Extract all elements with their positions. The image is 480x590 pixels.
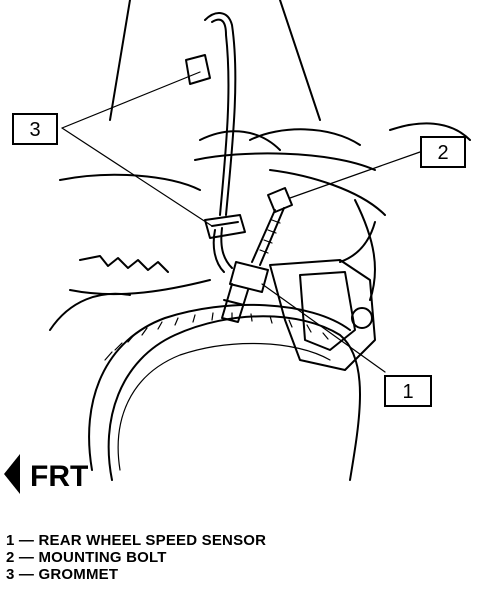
callout-3-number: 3	[29, 119, 40, 141]
legend-item-3: 3 — GROMMET	[6, 566, 119, 583]
sensor-wire	[185, 12, 237, 273]
callout-2-number: 2	[437, 142, 448, 164]
callout-1-number: 1	[402, 381, 413, 403]
grommet	[204, 214, 246, 239]
front-direction-indicator: FRT	[4, 454, 88, 494]
direction-label: FRT	[30, 460, 88, 493]
brake-rotor	[88, 303, 361, 481]
callout-3: 3	[12, 113, 58, 145]
strut-assembly	[49, 0, 471, 331]
brake-caliper	[269, 221, 376, 371]
leader-lines	[61, 71, 421, 373]
rear-wheel-speed-sensor-illustration: 3 2 1 FRT	[4, 0, 471, 494]
legend-item-2: 2 — MOUNTING BOLT	[6, 549, 167, 566]
left-arrow-icon	[4, 454, 20, 494]
legend-item-1: 1 — REAR WHEEL SPEED SENSOR	[6, 532, 267, 549]
callout-2: 2	[420, 136, 466, 168]
parts-legend: 1 — REAR WHEEL SPEED SENSOR 2 — MOUNTING…	[6, 532, 476, 583]
callout-1: 1	[384, 375, 432, 407]
mounting-bolt	[251, 187, 293, 266]
wheel-speed-sensor	[221, 261, 269, 323]
